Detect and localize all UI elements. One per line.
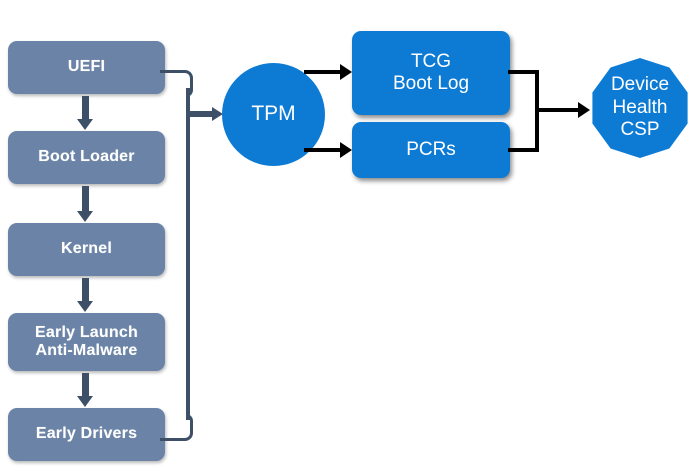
connector-kernel-to-elam-line — [82, 278, 89, 302]
node-tcg-boot-log-label-line1: TCG — [410, 51, 452, 73]
connector-bus-to-tpm-line — [188, 111, 214, 117]
node-device-health-csp-label-line2: Health — [612, 96, 668, 118]
connector-elam-to-early-drivers-line — [82, 373, 89, 397]
node-early-drivers[interactable]: Early Drivers — [8, 408, 165, 461]
connector-bus-to-tpm-arrowhead — [212, 107, 223, 121]
connector-boot-bus-vertical — [186, 88, 190, 420]
connector-tcg-merge-stub — [508, 70, 538, 74]
connector-boot-loader-to-kernel-arrowhead — [77, 211, 93, 222]
connector-merge-to-device-health-line — [537, 108, 581, 112]
node-pcrs-label: PCRs — [406, 139, 456, 161]
connector-tpm-to-tcg-boot-log-arrowhead — [340, 64, 352, 80]
connector-uefi-to-boot-loader-arrowhead — [77, 119, 93, 130]
connector-uefi-bus-elbow — [160, 70, 193, 97]
node-elam-label-line2: Anti-Malware — [35, 342, 138, 359]
node-kernel[interactable]: Kernel — [8, 223, 165, 276]
node-tcg-boot-log[interactable]: TCG Boot Log — [352, 31, 510, 115]
connector-pcrs-merge-stub — [508, 148, 538, 152]
connector-uefi-to-boot-loader-line — [82, 96, 89, 120]
node-uefi-label: UEFI — [67, 58, 106, 76]
node-device-health-csp-label-line3: CSP — [620, 119, 660, 141]
node-elam-label-line1: Early Launch — [35, 323, 138, 341]
connector-elam-to-early-drivers-arrowhead — [77, 396, 93, 407]
node-uefi[interactable]: UEFI — [8, 41, 165, 94]
node-device-health-csp-label-line1: Device — [610, 74, 670, 96]
connector-tpm-to-tcg-boot-log-line — [304, 70, 344, 74]
node-device-health-csp[interactable]: Device Health CSP — [592, 58, 688, 158]
node-early-launch-anti-malware[interactable]: Early Launch Anti-Malware — [8, 313, 165, 371]
node-boot-loader-label: Boot Loader — [38, 148, 135, 166]
connector-tpm-to-pcrs-line — [304, 148, 344, 152]
connector-merge-to-device-health-arrowhead — [578, 102, 590, 118]
node-pcrs[interactable]: PCRs — [352, 122, 510, 178]
node-tcg-boot-log-label-line2: Boot Log — [392, 73, 470, 94]
connector-tpm-to-pcrs-arrowhead — [340, 142, 352, 158]
connector-early-drivers-bus-elbow — [160, 414, 193, 441]
node-kernel-label: Kernel — [61, 240, 112, 258]
connector-kernel-to-elam-arrowhead — [77, 301, 93, 312]
connector-boot-loader-to-kernel-line — [82, 186, 89, 212]
node-tpm-label: TPM — [251, 102, 296, 126]
node-early-drivers-label: Early Drivers — [35, 425, 138, 443]
node-boot-loader[interactable]: Boot Loader — [8, 131, 165, 184]
